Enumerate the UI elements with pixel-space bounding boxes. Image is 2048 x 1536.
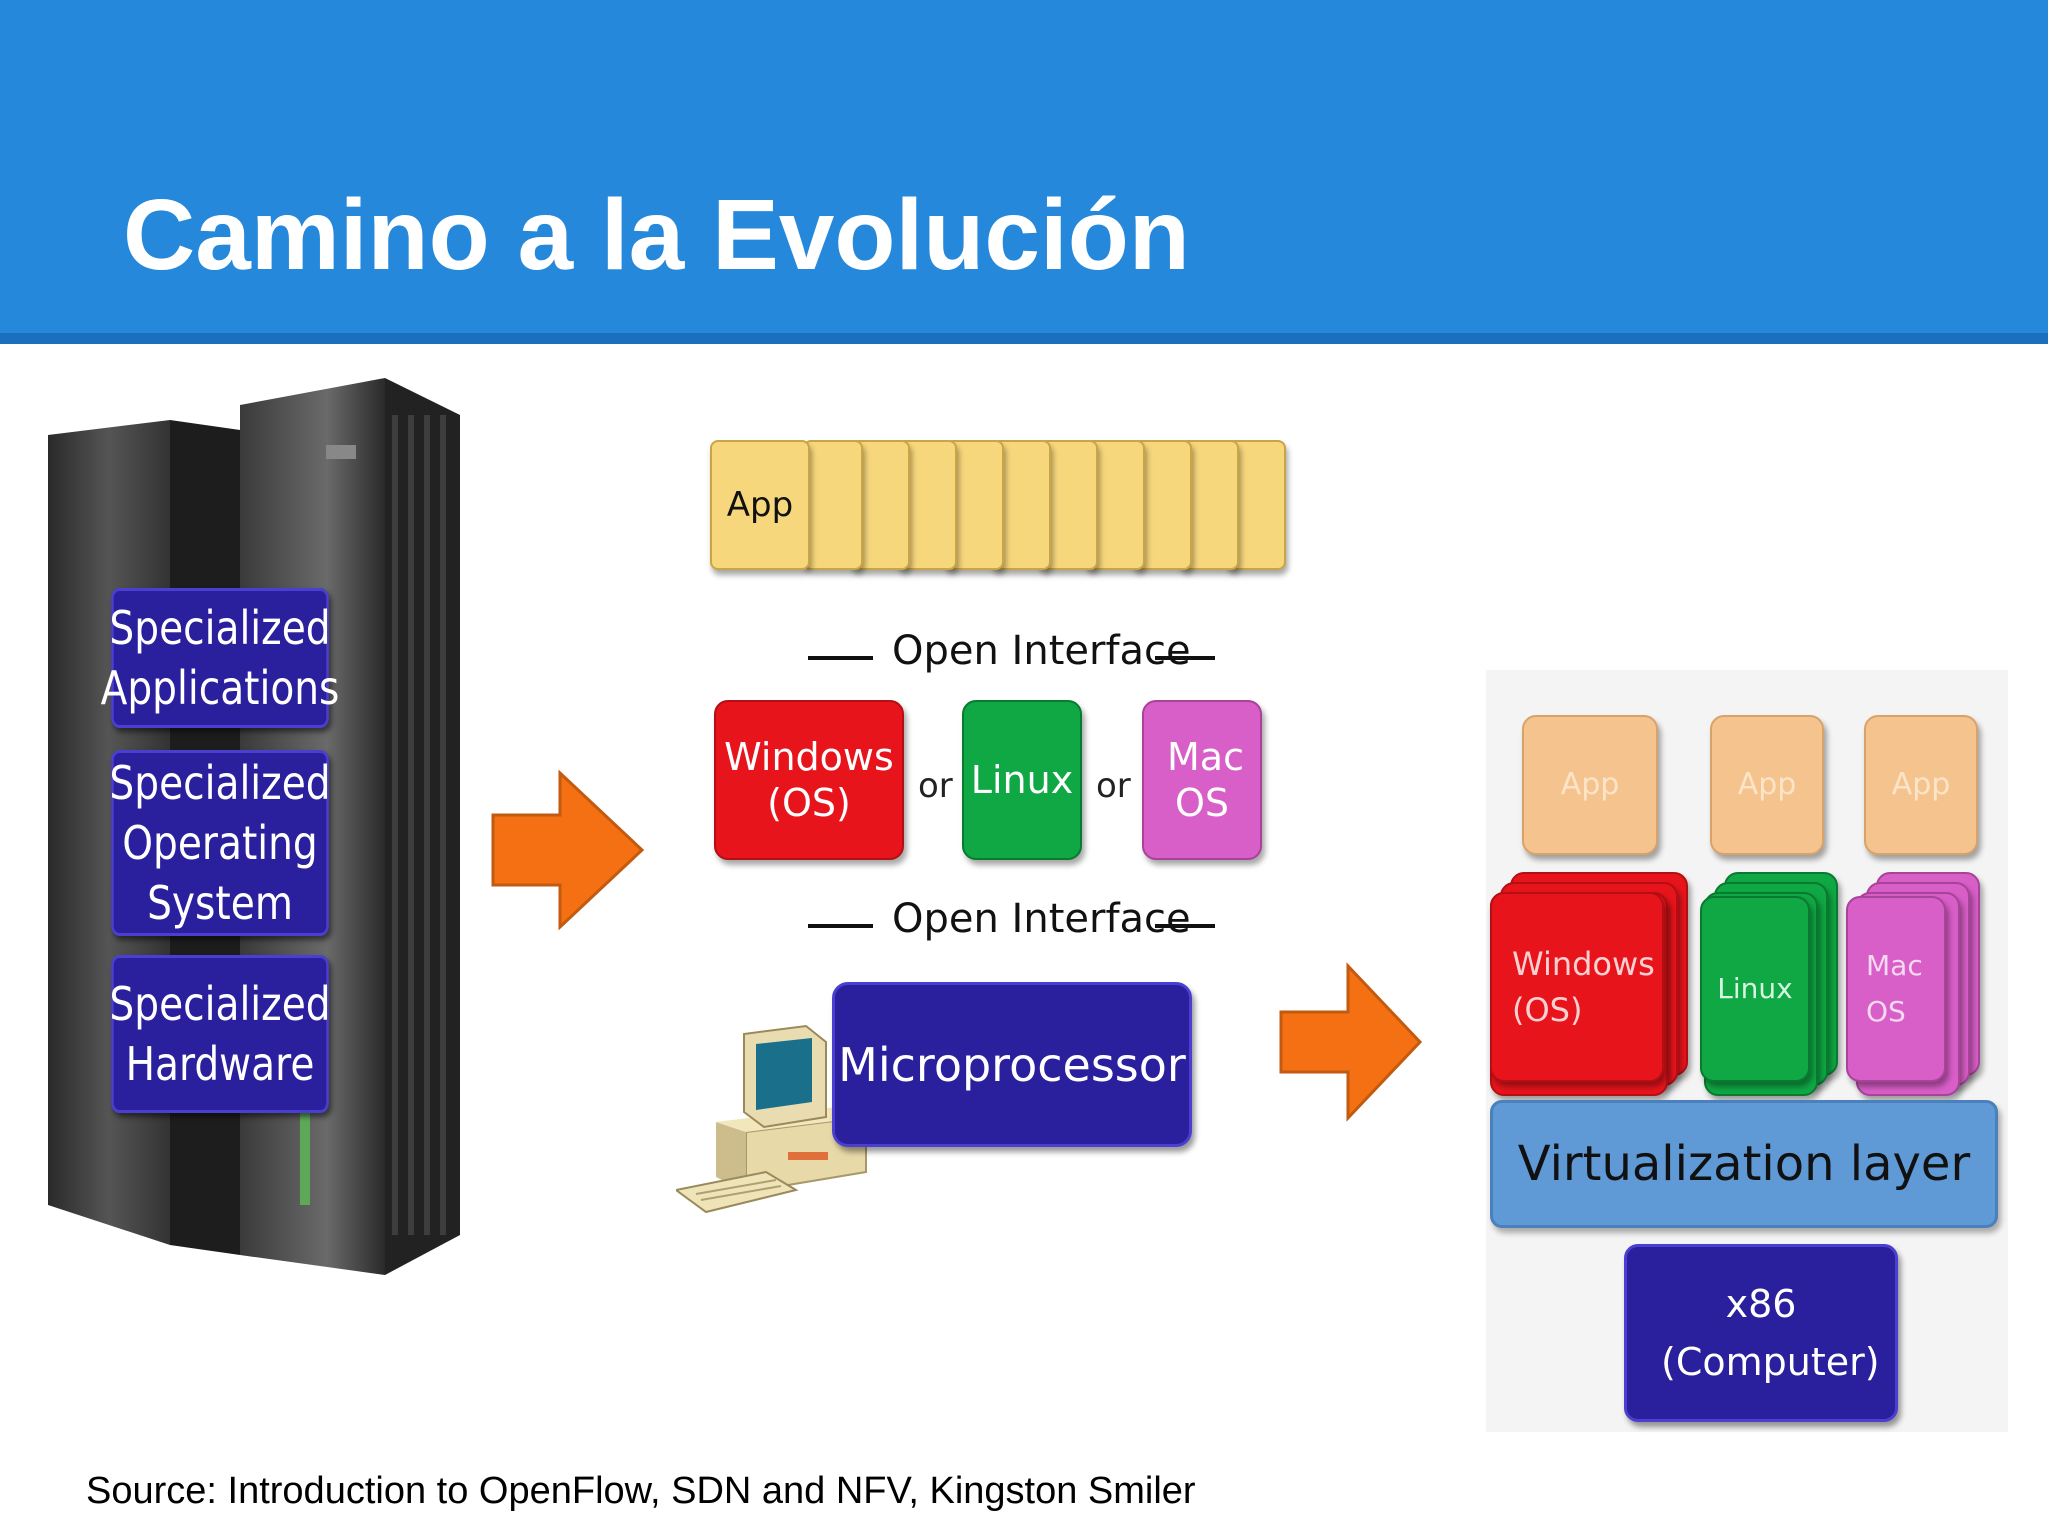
header-bar	[0, 0, 2048, 333]
specialized-hardware-box: Specialized Hardware	[109, 955, 331, 1113]
app-card-front: App	[710, 440, 810, 570]
desktop-computer-icon	[676, 1024, 867, 1214]
or-label: or	[918, 766, 953, 806]
microprocessor-label: Microprocessor	[838, 1037, 1186, 1092]
specialized-hardware-label: Specialized Hardware	[109, 977, 331, 1091]
app-label: App	[726, 485, 794, 525]
open-interface-line-left	[808, 924, 873, 928]
mac-os-box: Mac OS	[1142, 700, 1262, 860]
open-interface-top-label: Open Interface	[892, 628, 1191, 674]
linux-vm-label: Linux	[1717, 972, 1793, 1005]
source-citation: Source: Introduction to OpenFlow, SDN an…	[86, 1470, 1196, 1512]
x86-computer-box: x86 (Computer)	[1624, 1244, 1898, 1422]
specialized-applications-box: Specialized Applications	[101, 588, 339, 728]
linux-label: Linux	[970, 758, 1074, 802]
windows-vm-label: Windows (OS)	[1512, 945, 1655, 1029]
windows-vm-box: Windows (OS)	[1490, 892, 1664, 1082]
microprocessor-box: Microprocessor	[832, 982, 1192, 1147]
app-label: App	[1560, 767, 1620, 802]
app-card	[803, 440, 863, 570]
slide-title: Camino a la Evolución	[123, 179, 1190, 291]
windows-os-label: Windows (OS)	[724, 735, 894, 825]
mac-vm-box: Mac OS	[1846, 896, 1946, 1082]
app-label: App	[1891, 767, 1951, 802]
header-divider	[0, 333, 2048, 344]
arrow-right-icon	[1279, 962, 1423, 1122]
mac-vm-label: Mac OS	[1866, 949, 1923, 1028]
specialized-os-box: Specialized Operating System	[109, 750, 331, 936]
linux-vm-box: Linux	[1700, 896, 1810, 1082]
virtualization-layer-box: Virtualization layer	[1490, 1100, 1998, 1228]
arrow-right-icon	[491, 770, 645, 930]
open-interface-line-right	[1155, 656, 1215, 660]
app-box: App	[1522, 715, 1658, 855]
open-interface-line-left	[808, 656, 873, 660]
mac-os-label: Mac OS	[1167, 735, 1244, 825]
linux-box: Linux	[962, 700, 1082, 860]
virtualization-layer-label: Virtualization layer	[1517, 1136, 1971, 1192]
open-interface-bottom-label: Open Interface	[892, 896, 1191, 942]
or-label: or	[1096, 766, 1131, 806]
app-box: App	[1864, 715, 1978, 855]
x86-computer-label: x86 (Computer)	[1661, 1282, 1880, 1384]
app-label: App	[1737, 767, 1797, 802]
specialized-applications-label: Specialized Applications	[100, 601, 340, 715]
windows-os-box: Windows (OS)	[714, 700, 904, 860]
specialized-os-label: Specialized Operating System	[109, 756, 331, 930]
open-interface-line-right	[1155, 924, 1215, 928]
app-box: App	[1710, 715, 1824, 855]
